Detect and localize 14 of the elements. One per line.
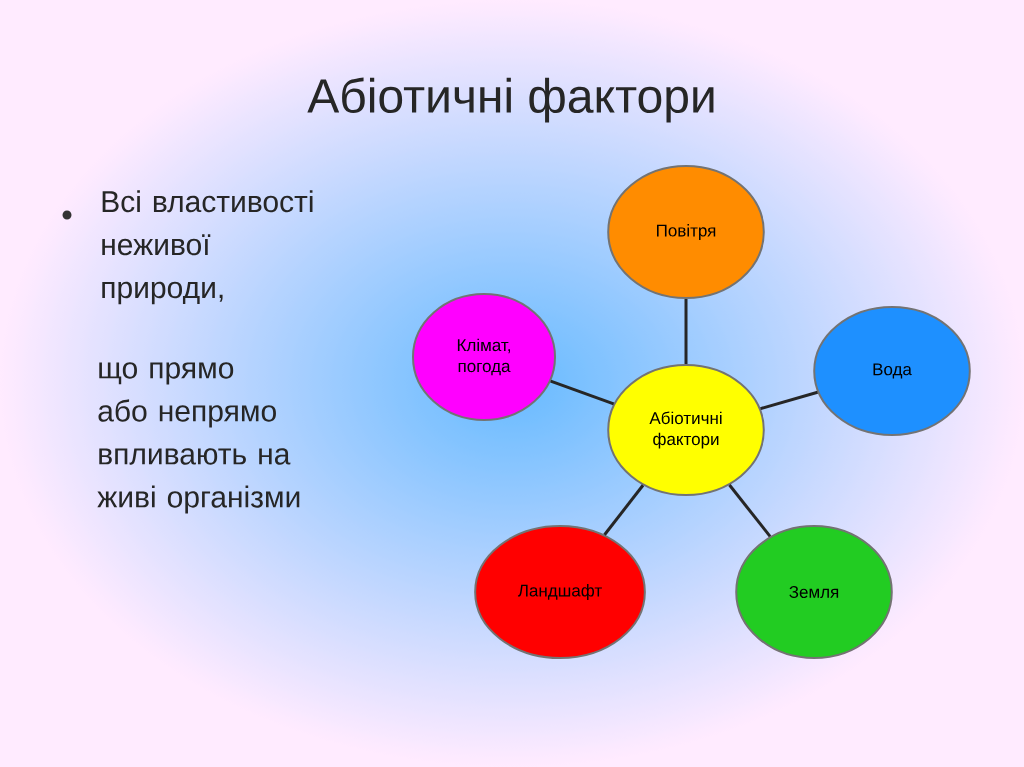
body-text: що прямо або непрямо впливають на живі організми (97, 362, 300, 514)
connector-line (603, 484, 645, 536)
connector-line (728, 484, 772, 538)
connector-line (550, 379, 615, 406)
circle-node: Вода (813, 306, 971, 436)
connector-line (684, 299, 688, 364)
connector-line (760, 390, 818, 411)
circle-node: Ландшафт (474, 525, 646, 659)
circle-node: Клімат, погода (412, 293, 556, 421)
circle-node: Земля (735, 525, 893, 659)
circle-node: Повітря (607, 165, 765, 299)
bullet-text: Всі властивості неживої природи, (102, 190, 313, 305)
circle-node: Абіотичні фактори (607, 364, 765, 496)
title: Абіотичні фактори (307, 77, 714, 123)
